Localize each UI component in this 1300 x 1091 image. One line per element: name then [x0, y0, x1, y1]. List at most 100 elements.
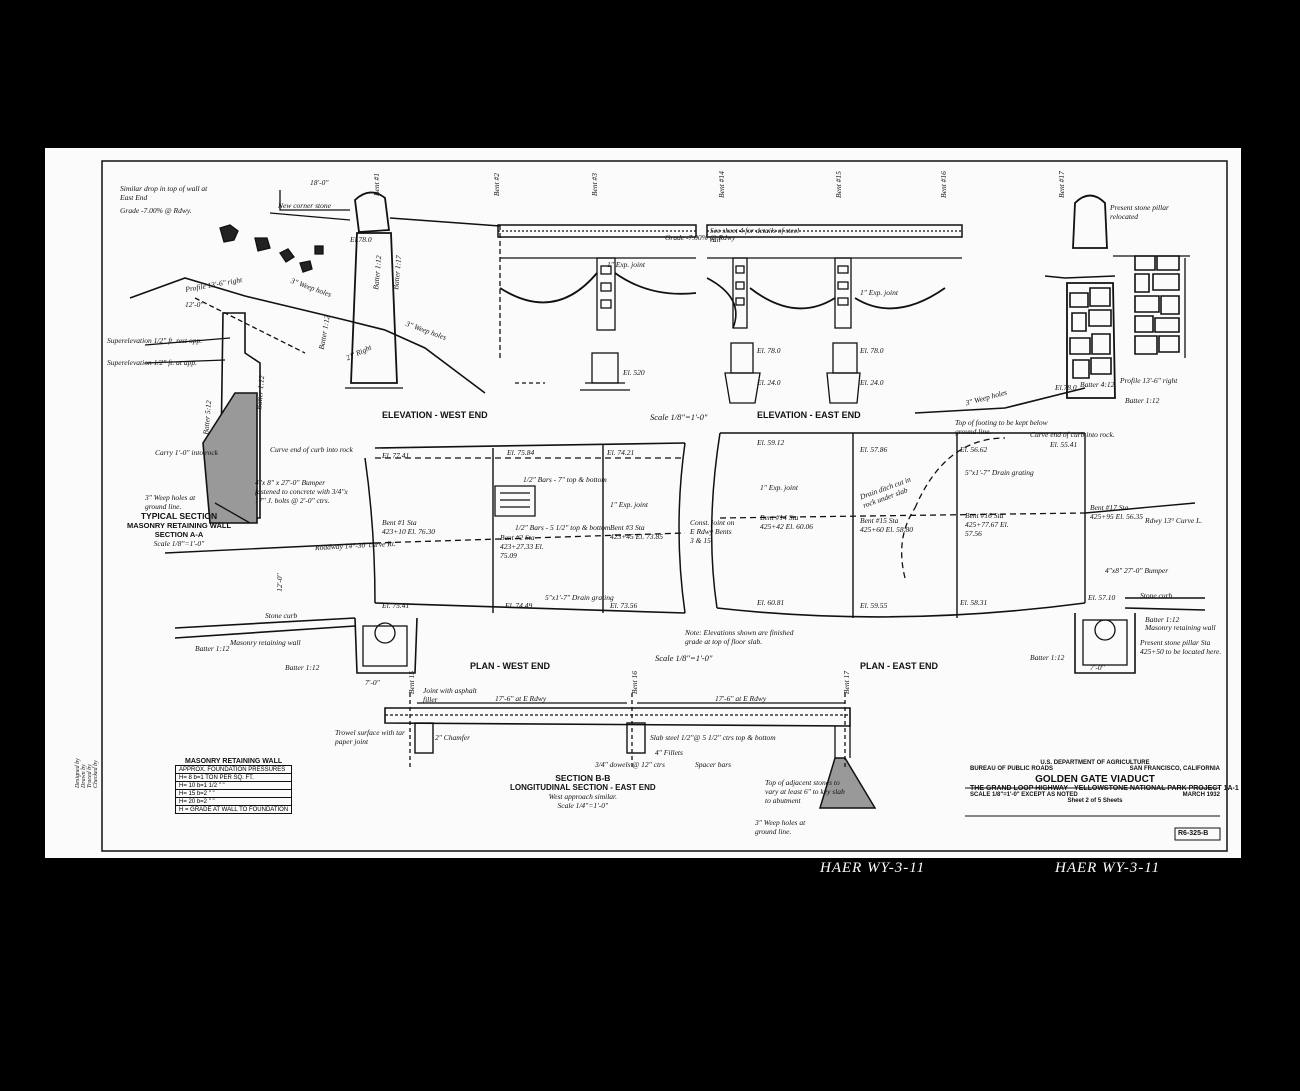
note-bb-trowel: Trowel surface with tar paper joint: [335, 728, 405, 746]
section-bb-drawing: [384, 693, 877, 809]
note-bent17p: Bent #17 Sta 425+95 El. 56.35: [1090, 503, 1143, 521]
typical-section-drawing: [144, 312, 261, 524]
elevation-east-drawing: [706, 194, 1190, 414]
note-bars-side: 1/2" Bars - 5 1/2" top & bottom: [515, 523, 611, 532]
plan-east-drawing: [710, 432, 1206, 674]
note-batter-e: Batter 1:12: [1145, 615, 1180, 624]
note-stone-curb-w: Stone curb: [265, 611, 298, 620]
note-el-240b: El. 24.0: [860, 378, 884, 387]
note-bb-chamfer: 2" Chamfer: [435, 733, 471, 742]
note-el-7584: El. 75.84: [507, 448, 535, 457]
label-bent-17: Bent #17: [1056, 171, 1066, 198]
note-present-pillar: Present stone pillar relocated: [1110, 203, 1169, 221]
note-bent14p: Bent #14 Sta 425+42 El. 60.06: [760, 513, 813, 531]
note-el-7356: El. 73.56: [610, 601, 638, 610]
note-el-7541: El. 75.41: [382, 601, 410, 610]
note-bb-bent15: Bent 15: [407, 670, 417, 695]
note-el-5541: El. 55.41: [1050, 440, 1078, 449]
note-bb-top-adjacent: Top of adjacent stones to vary at least …: [765, 778, 845, 805]
plan-west-title: PLAN - WEST END: [470, 661, 550, 671]
note-bent15p: Bent #15 Sta 425+60 El. 58.80: [860, 516, 913, 534]
haer-label-right: HAER WY-3-11: [1055, 860, 1161, 876]
note-dim-top: 18'-0": [310, 178, 329, 187]
note-bb-fillets: 4" Fillets: [655, 748, 683, 757]
elevation-east-title: ELEVATION - EAST END: [757, 410, 861, 420]
pressure-table: APPROX. FOUNDATION PRESSURES H= 8 b=1 TO…: [174, 765, 293, 814]
note-el-5786: El. 57.86: [860, 445, 888, 454]
note-present-pillar-e: Present stone pillar Sta 425+50 to be lo…: [1140, 638, 1222, 656]
note-ts-dim-12: 12'-0": [185, 300, 204, 309]
drawing-title: GOLDEN GATE VIADUCT: [1035, 774, 1155, 785]
note-bb-weep: 3" Weep holes at ground line.: [755, 818, 806, 836]
plan-west-drawing: [164, 442, 686, 674]
note-el-5831: El. 58.31: [960, 598, 988, 607]
note-bumper-e: 4"x8" 27'-0" Bumper: [1105, 566, 1169, 575]
note-el-520: El. 520: [623, 368, 645, 377]
plan-scale: Scale 1/8"=1'-0": [655, 653, 713, 663]
note-bent3p: Bent #3 Sta 423+45 El. 73.85: [610, 523, 663, 541]
note-bent1: Bent #1 Sta 423+10 El. 76.30: [382, 518, 435, 536]
note-el-7741: El. 77.41: [382, 451, 410, 460]
note-const-joint: Const. joint on E Rdwy Bents 3 & 15: [690, 518, 735, 545]
section-bb-title: SECTION B-B LONGITUDINAL SECTION - EAST …: [510, 773, 656, 810]
note-super2: Superelevation 1/2" ft. at app.: [107, 358, 197, 367]
note-el-780a: El. 78.0: [757, 346, 781, 355]
designer-notes: Designed by Drawn by Traced by Checked b…: [75, 758, 99, 788]
note-exp-plan-w: 1" Exp. joint: [610, 500, 648, 509]
sheet-border: [101, 160, 1228, 852]
label-bent-1: Bent #1: [372, 172, 382, 197]
note-drain-grating-w: 5"x1'-7" Drain grating: [545, 593, 614, 602]
note-bars-top: 1/2" Bars - 7" top & bottom: [523, 475, 607, 484]
note-el-240a: El. 24.0: [757, 378, 781, 387]
foundation-table: MASONRY RETAINING WALL APPROX. FOUNDATIO…: [174, 758, 293, 814]
elevation-west-drawing: [129, 190, 697, 394]
haer-label-left: HAER WY-3-11: [820, 860, 926, 876]
note-el-6081: El. 60.81: [757, 598, 785, 607]
note-ts-weep: 3" Weep holes at ground line.: [145, 493, 196, 511]
label-bent-16: Bent #16: [938, 171, 948, 198]
note-el-5955: El. 59.55: [860, 601, 888, 610]
note-bb-bent16: Bent 16: [630, 670, 640, 695]
note-bb-span1: 17'-6" at E Rdwy: [495, 694, 547, 703]
note-stone-curb-e: Stone curb: [1140, 591, 1173, 600]
note-exp-w: 1" Exp. joint: [607, 260, 645, 269]
note-el-5710: El. 57.10: [1088, 593, 1116, 602]
note-el-5912: El. 59.12: [757, 438, 785, 447]
note-footing: Top of footing to be kept below ground l…: [955, 418, 1048, 436]
note-elevations: Note: Elevations shown are finished grad…: [685, 628, 794, 646]
note-exp-plan-e: 1" Exp. joint: [760, 483, 798, 492]
elevation-scale: Scale 1/8"=1'-0": [650, 412, 708, 422]
note-mrw-w: Masonry retaining wall: [230, 638, 301, 647]
note-dim-12: 12'-0": [274, 573, 284, 592]
note-batter-412: Batter 4:12: [1080, 380, 1115, 389]
elevation-west-title: ELEVATION - WEST END: [382, 410, 488, 420]
note-batter-w2: Batter 1:12: [285, 663, 320, 672]
note-batter-112r: Batter 1:12: [1125, 396, 1160, 405]
note-new-corner: New corner stone: [278, 201, 331, 210]
typical-section-title: TYPICAL SECTION MASONRY RETAINING WALL S…: [127, 511, 232, 548]
label-bent-15: Bent #15: [833, 171, 843, 198]
note-bb-joint: Joint with asphalt filler: [423, 686, 477, 704]
drawing-linework: [101, 160, 1228, 852]
note-curve-w: Curve end of curb into rock: [270, 445, 353, 454]
note-grade: Grade -7.00% @ Rdwy.: [120, 206, 192, 215]
note-curve-e: Curve end of curb into rock.: [1030, 430, 1115, 439]
note-bumper-w: 4"x 8" x 27'-0" Bumper fastened to concr…: [255, 478, 348, 505]
note-el-780b: El. 78.0: [860, 346, 884, 355]
note-mrw-e: Masonry retaining wall: [1145, 623, 1216, 632]
note-bb-dowels: 3/4" dowels @ 12" ctrs: [595, 760, 665, 769]
note-el-7449: El. 74.49: [505, 601, 533, 610]
note-profile-right: Profile 13'-6" right: [1120, 376, 1178, 385]
note-bb-span2: 17'-6" at E Rdwy: [715, 694, 767, 703]
note-carry: Carry 1'-0" into rock: [155, 448, 219, 457]
note-batter-w: Batter 1:12: [195, 644, 230, 653]
note-similar-drop: Similar drop in top of wall at East End: [120, 184, 208, 202]
note-grade-w: Grade -7.00% @ Rdwy: [665, 233, 736, 242]
note-bb-slab-steel: Slab steel 1/2"@ 5 1/2" ctrs top & botto…: [650, 733, 776, 742]
note-see-sheet: See sheet 4 for details of steel rail: [710, 226, 800, 244]
note-el-w-top: El.78.0: [350, 235, 372, 244]
note-el-5662: El. 56.62: [960, 445, 988, 454]
note-dim-7w: 7'-0": [365, 678, 380, 687]
note-bb-bent17: Bent 17: [842, 670, 852, 695]
drawing-number: R6-325-B: [1178, 830, 1209, 837]
